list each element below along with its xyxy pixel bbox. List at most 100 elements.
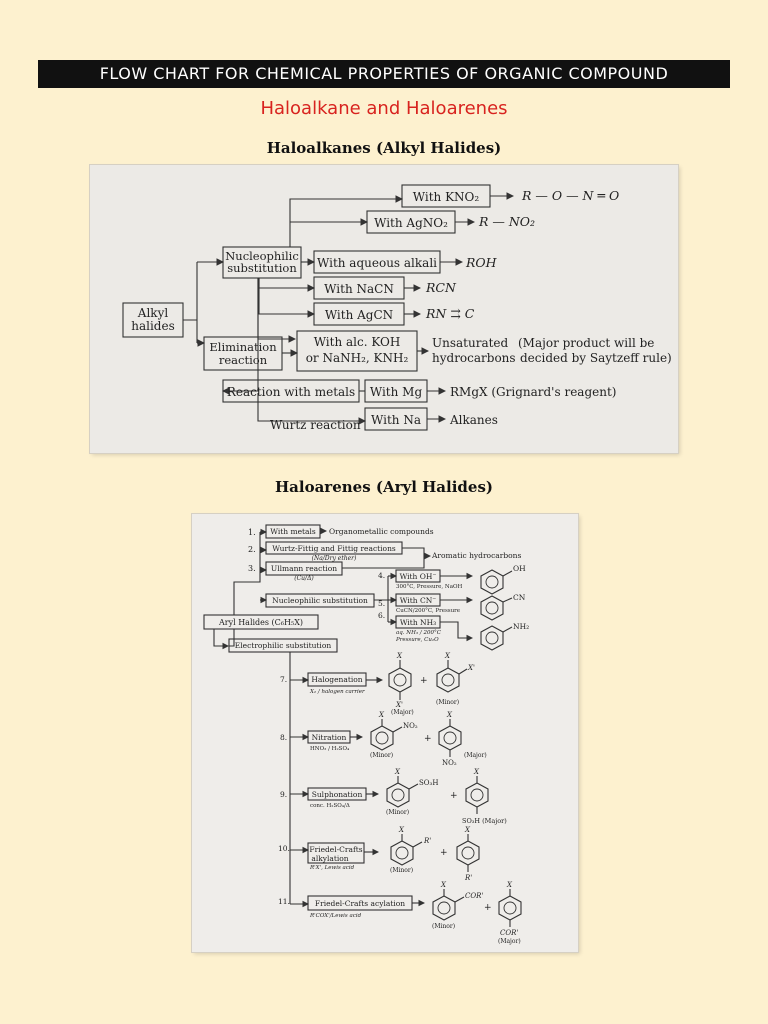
r-prime-10a: R' xyxy=(423,837,431,845)
nucleophilic-down-line xyxy=(224,278,259,392)
so3h-major-9b: SO₃H (Major) xyxy=(462,817,507,825)
para-nitro-ring xyxy=(438,719,462,757)
para-alkyl-ring xyxy=(456,834,480,872)
major-11: (Major) xyxy=(498,938,521,945)
ortho-acyl-ring xyxy=(432,889,465,921)
oh-condition: 300°C, Pressure, NaOH xyxy=(396,584,463,590)
alc-koh-label-2: or NaNH₂, KNH₂ xyxy=(306,351,409,365)
arrow-wurtz-aromatic xyxy=(402,547,430,556)
haloarenes-flowchart: Aryl Halides (C₆H₅X) 1. 2. 3. With metal… xyxy=(203,524,529,945)
arrow-to-metals-branch xyxy=(257,278,297,343)
arrow-to-kno2 xyxy=(289,195,404,247)
nitration-condition: HNO₃ / H₂SO₄ xyxy=(310,746,350,752)
fc-acylation-label: Friedel-Crafts acylation xyxy=(315,899,405,908)
alkyl-halides-label-1: Alkyl xyxy=(137,306,169,320)
haloarenes-flowchart-photo: Aryl Halides (C₆H₅X) 1. 2. 3. With metal… xyxy=(192,514,578,952)
fc-alkylation-label-1: Friedel-Crafts xyxy=(309,845,362,854)
alc-koh-label-1: With alc. KOH xyxy=(314,335,401,349)
wurtz-fittig-label: Wurtz-Fittig and Fittig reactions xyxy=(272,544,396,553)
wurtz-reaction-label: Wurtz reaction xyxy=(270,418,361,432)
haloalkanes-flowchart: Alkyl halides Nucleophilic substitution … xyxy=(122,184,672,432)
with-metals-label: With metals xyxy=(270,527,316,536)
num-5: 5. xyxy=(378,599,385,608)
minor-9: (Minor) xyxy=(386,809,409,816)
wurtz-condition: (Na/Dry ether) xyxy=(312,555,357,562)
agcn-product: RN ⇉ C xyxy=(425,306,475,321)
with-na-label: With Na xyxy=(371,413,421,427)
x-label-11b: X xyxy=(506,881,513,889)
nh3-condition-1: aq. NH₃ / 200°C xyxy=(396,630,442,636)
arrow-nh3-product xyxy=(440,621,474,642)
aniline-ring xyxy=(480,625,513,651)
arrow-to-nacn xyxy=(258,278,316,292)
plus-10: + xyxy=(440,848,448,858)
halogenation-condition: X₂ / halogen carrier xyxy=(309,689,365,695)
num-6: 6. xyxy=(378,611,385,620)
nh2-group: NH₂ xyxy=(513,622,529,631)
fc-alkylation-label-2: alkylation xyxy=(311,854,348,863)
fc-alkylation-condition: R'X', Lewis acid xyxy=(309,865,355,871)
page-subtitle: Haloalkane and Haloarenes xyxy=(260,98,508,119)
num-7: 7. xyxy=(280,675,287,684)
plus-7: + xyxy=(420,676,428,686)
x-label-8a: X xyxy=(378,711,385,719)
oh-group: OH xyxy=(513,564,526,573)
ortho-nitro-ring xyxy=(370,719,403,751)
arrow-to-electrophilic xyxy=(213,629,230,650)
x-label-11a: X xyxy=(440,881,447,889)
aryl-halides-label: Aryl Halides (C₆H₅X) xyxy=(218,618,303,627)
haloarenes-heading: Haloarenes (Aryl Halides) xyxy=(274,478,493,496)
aryl-lower-branch xyxy=(229,629,235,647)
nacn-product: RCN xyxy=(425,280,457,295)
aromatic-hydrocarbons: Aromatic hydrocarbons xyxy=(431,551,521,560)
elimination-label-2: reaction xyxy=(219,353,268,367)
x-label-9b: X xyxy=(473,768,480,776)
haloalkanes-heading: Haloalkanes (Alkyl Halides) xyxy=(266,139,502,157)
minor-8: (Minor) xyxy=(370,752,393,759)
aryl-halides-box xyxy=(203,614,319,630)
with-mg-label: With Mg xyxy=(370,385,423,399)
haloalkanes-flowchart-photo: Alkyl halides Nucleophilic substitution … xyxy=(90,165,678,453)
nitration-label: Nitration xyxy=(312,733,347,742)
nacn-label: With NaCN xyxy=(324,282,394,296)
ullmann-to-aromatic xyxy=(342,556,425,569)
sulphonation-condition: conc. H₂SO₄/Δ xyxy=(310,803,350,809)
ortho-sulphonic-ring xyxy=(386,776,419,808)
x-prime-7b: X' xyxy=(467,664,475,672)
benzonitrile-ring xyxy=(480,595,513,621)
unsaturated-label-1: Unsaturated xyxy=(432,336,509,350)
num-4: 4. xyxy=(378,571,385,580)
num-2: 2. xyxy=(248,545,256,554)
num-10: 10. xyxy=(278,844,290,853)
reaction-with-metals-label: Reaction with metals xyxy=(227,385,355,399)
nucleophilic-label: Nucleophilic substitution xyxy=(272,596,368,605)
ullmann-label: Ullmann reaction xyxy=(271,564,337,573)
nh3-condition-2: Pressure, Cu₂O xyxy=(395,637,439,643)
nucleophilic-label-1: Nucleophilic xyxy=(225,249,299,263)
elimination-label-1: Elimination xyxy=(209,340,277,354)
grignard-product: RMgX (Grignard's reagent) xyxy=(450,385,616,399)
agcn-label: With AgCN xyxy=(325,308,393,322)
so3h-9a: SO₃H xyxy=(419,779,438,787)
x-label-10a: X xyxy=(398,826,405,834)
cor-11b: COR' xyxy=(500,929,518,937)
minor-10: (Minor) xyxy=(390,867,413,874)
ortho-alkyl-ring xyxy=(390,834,423,866)
x-label-7b: X xyxy=(444,652,451,660)
root-connector xyxy=(183,262,198,343)
plus-8: + xyxy=(424,734,432,744)
x-label-7a: X xyxy=(396,652,403,660)
saytzeff-note-2: decided by Saytzeff rule) xyxy=(520,351,672,365)
x-label-9a: X xyxy=(394,768,401,776)
para-acyl-ring xyxy=(498,889,522,927)
with-cn-label: With CN⁻ xyxy=(400,596,437,605)
r-prime-10b: R' xyxy=(464,874,472,882)
num-3: 3. xyxy=(248,564,256,573)
ullmann-condition: (Cu/Δ) xyxy=(294,575,314,582)
saytzeff-note-1: (Major product will be xyxy=(518,336,654,350)
dihalo-para-ring xyxy=(388,660,412,700)
agno2-product: R — NO₂ xyxy=(478,214,535,229)
fc-alkylation-box xyxy=(307,842,365,864)
nucleophilic-label-2: substitution xyxy=(227,261,297,275)
plus-11: + xyxy=(484,903,492,913)
